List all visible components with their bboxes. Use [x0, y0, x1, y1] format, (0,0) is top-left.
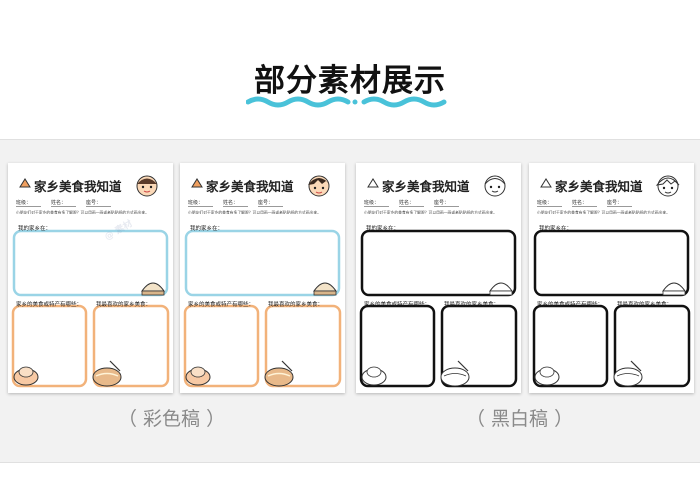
bell-icon	[19, 178, 31, 188]
bell-icon	[367, 178, 379, 188]
hometown-label: 我的家乡在：	[18, 226, 52, 232]
hometown-label: 我的家乡在：	[190, 226, 224, 232]
favorite-food-label: 我最喜欢的家乡美食：	[617, 302, 673, 308]
worksheet-preview-bw-1: 家乡美食我知道 班级： 姓名： 座号： 小朋友们对于家乡的美食有多了解呢？可以用…	[356, 163, 521, 393]
seat-field: 座号：	[258, 199, 284, 207]
info-fields: 班级： 姓名： 座号：	[364, 199, 514, 207]
favorite-food-label: 我最喜欢的家乡美食：	[96, 302, 152, 308]
answer-frames	[183, 229, 342, 388]
class-field: 班级：	[364, 199, 390, 207]
worksheet-title: 家乡美食我知道	[382, 179, 470, 194]
noodle-bowl-icon	[264, 360, 294, 387]
name-field: 姓名：	[223, 199, 249, 207]
favorite-food-label: 我最喜欢的家乡美食：	[444, 302, 500, 308]
bell-icon	[540, 178, 552, 188]
steamed-bun-icon	[13, 366, 39, 386]
boy-mascot-icon	[308, 175, 330, 197]
hometown-label: 我的家乡在：	[539, 226, 573, 232]
answer-frames	[532, 229, 691, 388]
seat-field: 座号：	[434, 199, 460, 207]
answer-frames	[359, 229, 518, 388]
info-fields: 班级： 姓名： 座号：	[188, 199, 338, 207]
instruction-note: 小朋友们对于家乡的美食有多了解呢？可以用画一画或者贴贴纸的方式画出来。	[537, 210, 670, 214]
specialties-label: 家乡的美食或特产有哪些：	[16, 302, 83, 308]
noodle-bowl-icon	[92, 360, 122, 387]
hometown-label: 我的家乡在：	[366, 226, 400, 232]
specialties-label: 家乡的美食或特产有哪些：	[537, 302, 604, 308]
noodle-bowl-icon	[440, 360, 470, 387]
name-field: 姓名：	[572, 199, 598, 207]
steamed-bun-icon	[185, 366, 211, 386]
name-field: 姓名：	[399, 199, 425, 207]
bw-version-caption: （ 黑白稿 ）	[466, 408, 574, 430]
instruction-note: 小朋友们对于家乡的美食有多了解呢？可以用画一画或者贴贴纸的方式画出来。	[364, 210, 497, 214]
worksheet-title: 家乡美食我知道	[34, 179, 122, 194]
worksheet-preview-bw-2: 家乡美食我知道 班级： 姓名： 座号： 小朋友们对于家乡的美食有多了解呢？可以用…	[529, 163, 694, 393]
girl-mascot-icon	[484, 175, 506, 197]
specialties-label: 家乡的美食或特产有哪些：	[364, 302, 431, 308]
dumpling-icon	[489, 282, 513, 296]
worksheet-title: 家乡美食我知道	[206, 179, 294, 194]
favorite-food-label: 我最喜欢的家乡美食：	[268, 302, 324, 308]
steamed-bun-icon	[534, 366, 560, 386]
instruction-note: 小朋友们对于家乡的美食有多了解呢？可以用画一画或者贴贴纸的方式画出来。	[16, 210, 149, 214]
color-version-caption: （ 彩色稿 ）	[118, 408, 226, 430]
instruction-note: 小朋友们对于家乡的美食有多了解呢？可以用画一画或者贴贴纸的方式画出来。	[188, 210, 321, 214]
class-field: 班级：	[537, 199, 563, 207]
seat-field: 座号：	[607, 199, 633, 207]
girl-mascot-icon	[136, 175, 158, 197]
bell-icon	[191, 178, 203, 188]
page-title: 部分素材展示	[254, 63, 446, 99]
info-fields: 班级： 姓名： 座号：	[537, 199, 687, 207]
dumpling-icon	[141, 282, 165, 296]
boy-mascot-icon	[655, 175, 680, 197]
worksheet-preview-color-2: 家乡美食我知道 班级： 姓名： 座号： 小朋友们对于家乡的美食有多了解呢？可以用…	[180, 163, 345, 393]
class-field: 班级：	[188, 199, 214, 207]
noodle-bowl-icon	[613, 360, 643, 387]
class-field: 班级：	[16, 199, 42, 207]
name-field: 姓名：	[51, 199, 77, 207]
worksheet-preview-color-1: 家乡美食我知道 班级： 姓名： 座号： 小朋友们对于家乡的美食有多了解呢？可以用…	[8, 163, 173, 393]
wave-underline-icon	[246, 96, 447, 108]
dumpling-icon	[313, 282, 337, 296]
answer-frames	[11, 229, 170, 388]
info-fields: 班级： 姓名： 座号：	[16, 199, 166, 207]
specialties-label: 家乡的美食或特产有哪些：	[188, 302, 255, 308]
worksheet-title: 家乡美食我知道	[555, 179, 643, 194]
dumpling-icon	[662, 282, 686, 296]
seat-field: 座号：	[86, 199, 112, 207]
steamed-bun-icon	[361, 366, 387, 386]
